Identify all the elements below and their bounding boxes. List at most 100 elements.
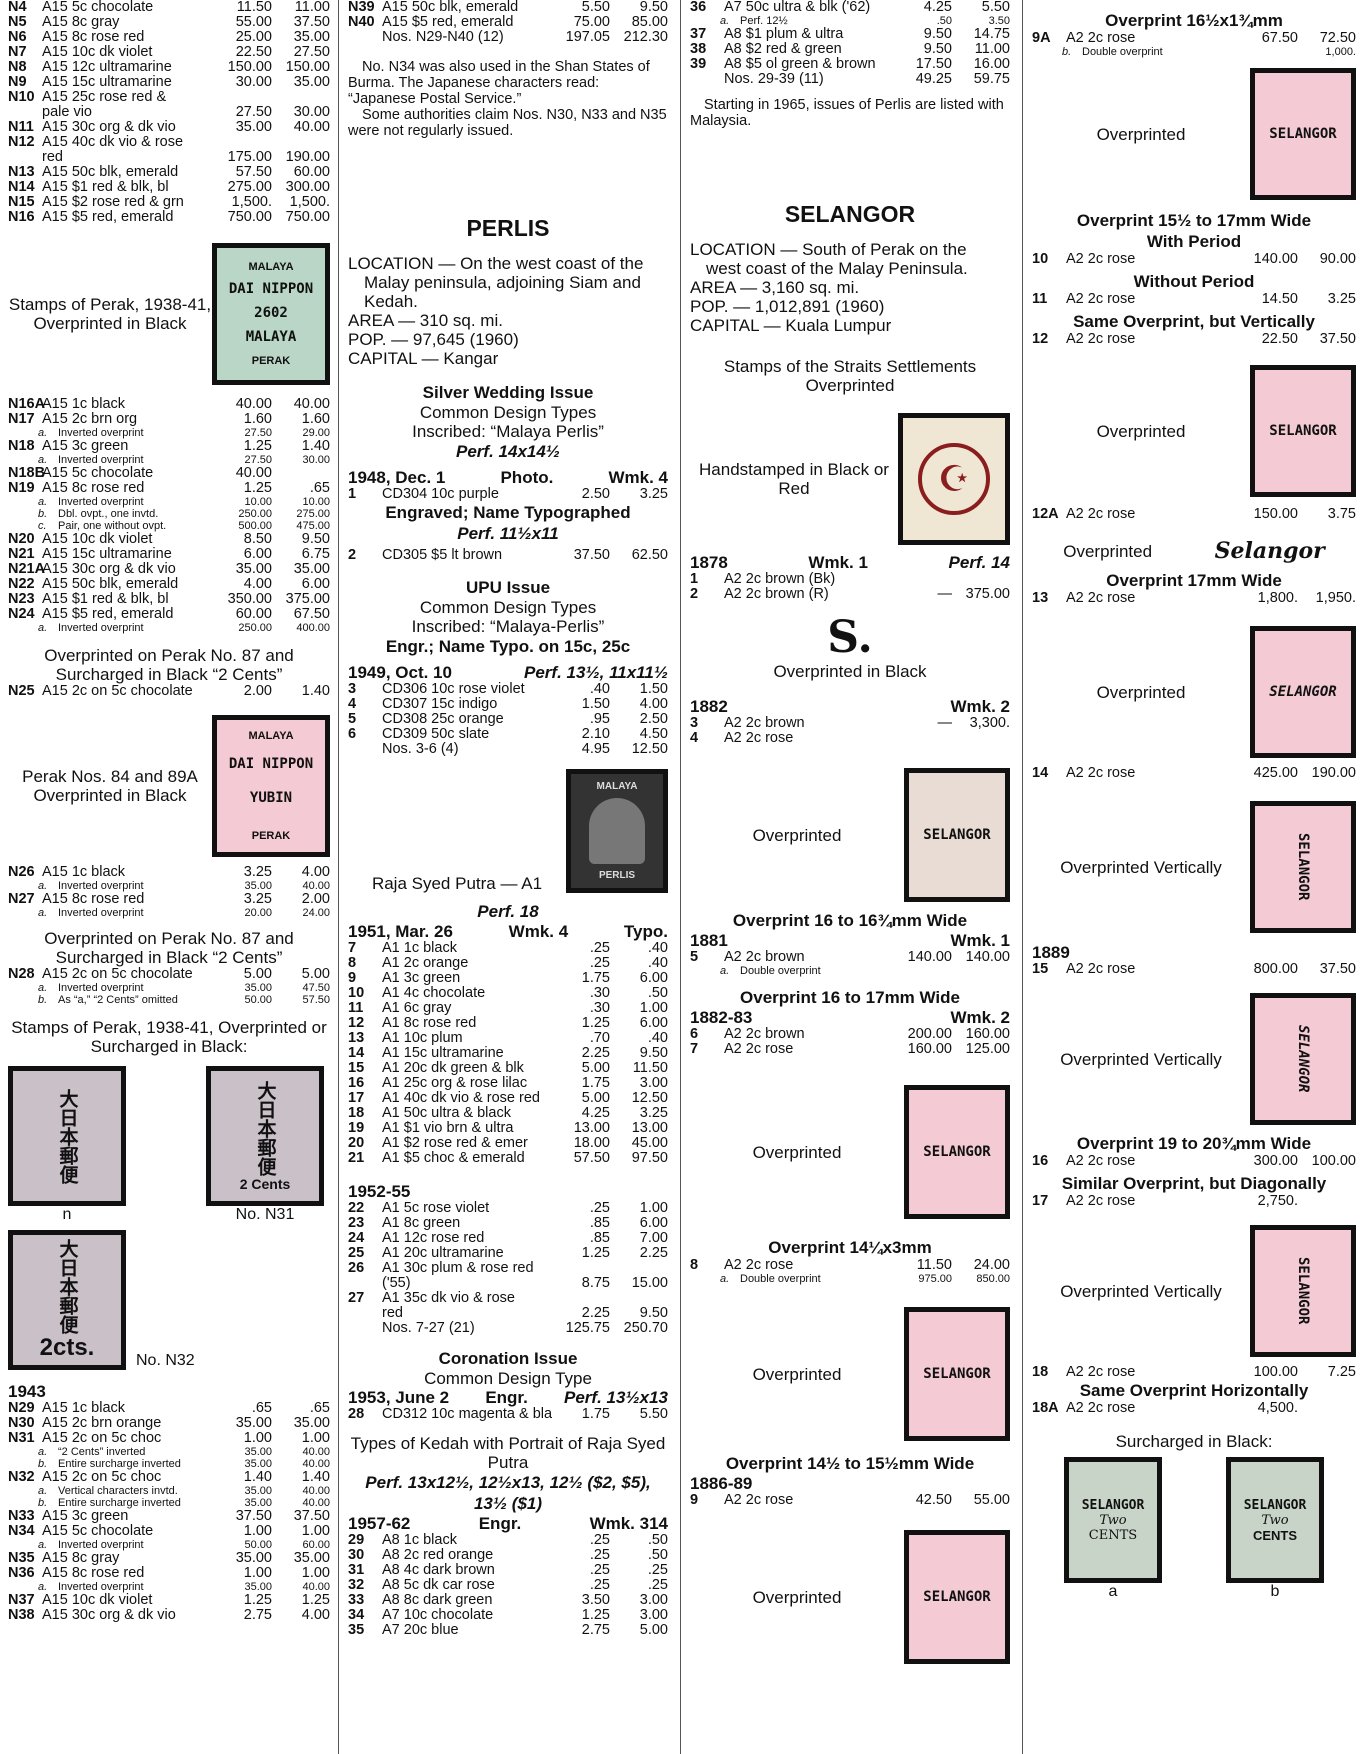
price-used: .65 [309,480,330,496]
section-heading: Surcharged in Black: [1115,1432,1273,1451]
description: Inverted overprint [58,982,144,994]
price-unused: 1.25 [243,480,272,496]
catalog-number: a. [38,880,48,892]
catalog-number: N39 [348,0,375,15]
description: A2 2c rose [1066,252,1136,267]
description: Inverted overprint [58,1539,144,1551]
description: Inverted overprint [58,427,144,439]
price-unused: .40 [589,681,610,697]
printing-method: Engr. [478,1514,522,1533]
stamp-selangor-overprint: SELANGOR [1250,68,1356,200]
stamp-overprint: MALAYA [245,329,297,345]
illustration-caption: Overprinted [1096,124,1186,144]
stamp-handstamp-s: ☪ [898,413,1010,545]
price-unused: 160.00 [907,1041,952,1057]
price-unused: 5.50 [581,0,610,15]
catalog-number: 26 [348,1260,365,1276]
catalog-number: N6 [8,29,27,45]
catalog-number: N37 [8,1592,35,1608]
description: A2 2c rose [1066,1401,1136,1416]
price-unused: 1,500. [231,194,272,210]
stamp-overprint: SELANGOR [923,1144,991,1160]
price-used: .25 [647,1577,668,1593]
description: CD307 15c indigo [382,697,498,712]
price-used: 4.50 [639,726,668,742]
price-unused: 1.60 [243,411,272,427]
price-used: 850.00 [976,1273,1010,1285]
price-unused: 2,750. [1257,1193,1298,1209]
overprint-heading: Overprint 14½ to 15½mm Wide [725,1454,975,1473]
overprint-subheading: Without Period [1133,272,1255,291]
price-unused: 125.75 [565,1320,610,1336]
catalog-number: 7 [690,1041,699,1057]
catalog-number: N28 [8,966,35,982]
price-used: .40 [647,1030,668,1046]
note-paragraph: No. N34 was also used in the Shan States… [348,59,650,107]
catalog-number: 14 [348,1045,365,1061]
country-title: SELANGOR [784,201,916,227]
price-used: 1.00 [301,1430,330,1446]
catalog-number: a. [38,1581,48,1593]
price-used: 97.50 [631,1150,668,1166]
description: A15 30c org & dk vio [42,1608,176,1623]
price-used: 1.40 [301,438,330,454]
description: A15 $5 red, emerald [382,15,514,30]
price-unused: 1.75 [581,970,610,986]
price-used [952,572,1010,587]
description: A1 30c plum & rose red [382,1261,534,1276]
description: A15 5c chocolate [42,0,154,15]
year-label: 1957-62 [348,1514,411,1533]
catalog-number: 25 [348,1245,365,1261]
description: Vertical characters invtd. [58,1485,178,1497]
catalog-number: N20 [8,531,35,547]
section-heading: Stamps of Perak, 1938-41, Overprinted or… [11,1018,327,1056]
catalog-number: N25 [8,683,35,699]
description: A2 2c rose [1066,292,1136,307]
catalog-number: N5 [8,14,27,30]
description: A2 2c rose [724,1258,794,1273]
price-unused: 11.50 [916,1257,952,1273]
catalog-number: N33 [8,1508,35,1524]
overprint-heading: Overprint 15½ to 17mm Wide [1076,211,1312,230]
illustration-caption: Handstamped in Black or Red [699,460,889,498]
crescent-star-handstamp-icon: ☪ [918,443,990,515]
catalog-number: 33 [348,1592,365,1608]
illustration-caption: Overprinted Vertically [1060,1281,1222,1301]
catalog-number: a. [38,622,48,634]
price-used: 100.00 [1311,1153,1356,1169]
catalog-number: N17 [8,411,35,427]
price-unused: 35.00 [244,1458,272,1470]
price-unused: 1.40 [243,1469,272,1485]
catalog-number: 6 [348,726,357,742]
price-used: 40.00 [302,1458,330,1470]
catalog-number: 18 [348,1105,365,1121]
catalog-number: 4 [348,696,357,712]
price-used: 30.00 [302,454,330,466]
price-used: 6.00 [639,1215,668,1231]
price-used: 13.00 [631,1120,668,1136]
issue-heading: Types of Kedah with Portrait of Raja Sye… [350,1434,666,1472]
price-used: 3.25 [639,486,668,502]
price-used: 62.50 [631,547,668,563]
